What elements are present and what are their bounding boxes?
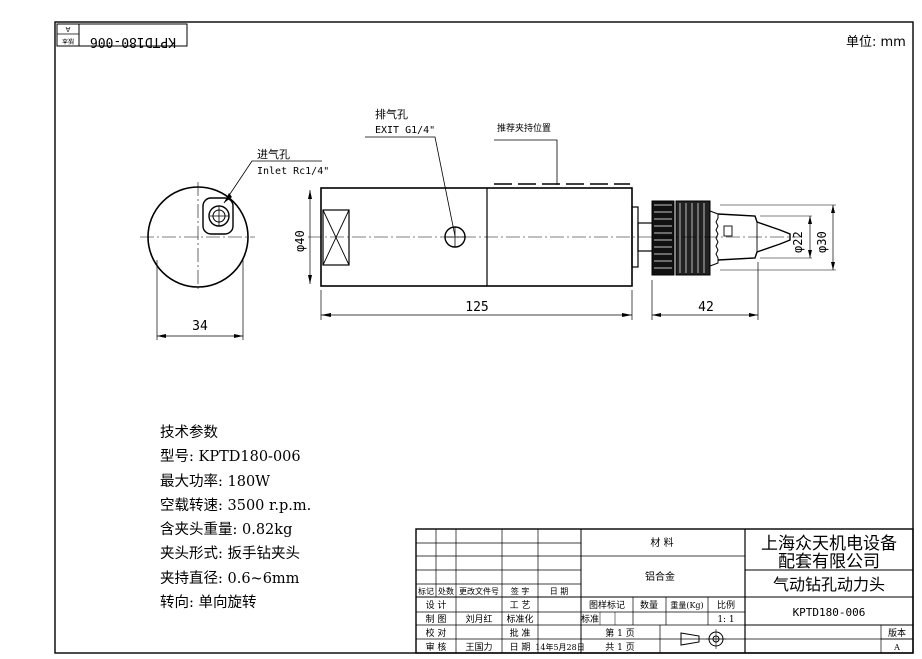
col-date: 日 期 [510, 642, 531, 653]
front-view: 排气孔 EXIT G1/4" 推荐夹持位置 φ40 [293, 107, 836, 320]
dim-chuck-diameter: φ30 [815, 231, 829, 253]
tech-chuck-type: 夹头形式: 扳手钻夹头 [160, 546, 300, 563]
page-total: 共 1 页 [605, 642, 634, 653]
tech-rotation: 转向: 单向旋转 [160, 595, 257, 612]
rev-col-file: 更改文件号 [459, 586, 499, 596]
scale-label: 比例 [717, 599, 735, 611]
chuck-knurl-left [651, 200, 675, 276]
company-line-1: 上海众天机电设备 [761, 534, 897, 554]
code-box: KPTD180-006 版本 A [56, 23, 188, 49]
side-view: 进气孔 Inlet Rc1/4" 34 [140, 147, 329, 340]
chuck-knurl-right [675, 200, 711, 276]
tech-weight: 含夹头重量: 0.82kg [160, 522, 293, 539]
stage-mark: 图样标记 [589, 599, 625, 611]
row-draw: 制 图 [426, 613, 447, 625]
exit-label-cn: 排气孔 [375, 107, 408, 121]
inlet-label-cn: 进气孔 [257, 147, 290, 161]
chuck-nose [717, 213, 791, 261]
dim-side-width: 34 [192, 319, 208, 334]
quantity-label: 数量 [640, 599, 658, 611]
dim-spindle-diameter: φ22 [791, 231, 805, 253]
weight-label: 重量(Kg) [670, 600, 703, 610]
tech-no-load-speed: 空载转速: 3500 r.p.m. [160, 497, 312, 514]
rev-col-mark: 标记 [418, 586, 434, 596]
page-number: 第 1 页 [605, 627, 634, 639]
code-box-text: KPTD180-006 [90, 34, 176, 49]
projection-symbol-icon [680, 629, 726, 649]
tech-model: 型号: KPTD180-006 [160, 449, 301, 466]
inlet-port [202, 197, 234, 235]
material-header: 材 料 [650, 536, 673, 549]
product-name: 气动钻孔动力头 [773, 575, 885, 594]
version-letter: A [893, 643, 900, 652]
col-approve: 批 准 [510, 627, 531, 639]
reviewer-name: 王国力 [465, 641, 492, 653]
drawer-name: 刘月红 [465, 613, 492, 625]
code-box-version-letter: A [65, 25, 70, 33]
dim-body-diameter: φ40 [293, 230, 307, 252]
drawing-number: KPTD180-006 [793, 606, 866, 619]
code-box-version-tag: 版本 [62, 37, 74, 45]
col-standard: 标准化 [506, 613, 533, 625]
exit-label-en: EXIT G1/4" [375, 125, 435, 136]
standard-mark: 标准 [581, 613, 599, 625]
inlet-label-en: Inlet Rc1/4" [257, 166, 329, 177]
tech-max-power: 最大功率: 180W [160, 473, 271, 490]
title-block-text: 材 料 铝合金 上海众天机电设备 配套有限公司 气动钻孔动力头 KPTD180-… [418, 534, 906, 653]
row-check: 校 对 [426, 627, 447, 639]
tech-params: 技术参数 型号: KPTD180-006 最大功率: 180W 空载转速: 35… [160, 421, 311, 615]
rev-col-count: 处数 [438, 586, 454, 596]
company-line-2: 配套有限公司 [778, 552, 880, 572]
rev-col-date: 日 期 [550, 587, 569, 596]
scale-value: 1: 1 [717, 615, 734, 625]
date-value: 14年5月28日 [535, 642, 584, 652]
row-design: 设 计 [426, 599, 447, 611]
unit-label: 单位: mm [846, 35, 906, 50]
dim-chuck-length: 42 [698, 300, 714, 315]
clamp-position-label: 推荐夹持位置 [497, 122, 551, 134]
version-label: 版本 [888, 627, 906, 639]
dim-body-length: 125 [465, 300, 488, 315]
title-block [415, 528, 914, 654]
material-value: 铝合金 [645, 570, 675, 583]
col-process: 工 艺 [510, 600, 531, 611]
tech-params-title: 技术参数 [160, 425, 218, 441]
rev-col-sign: 签 字 [511, 586, 530, 596]
row-review: 审 核 [426, 641, 447, 653]
tech-clamp-range: 夹持直径: 0.6~6mm [160, 570, 300, 587]
